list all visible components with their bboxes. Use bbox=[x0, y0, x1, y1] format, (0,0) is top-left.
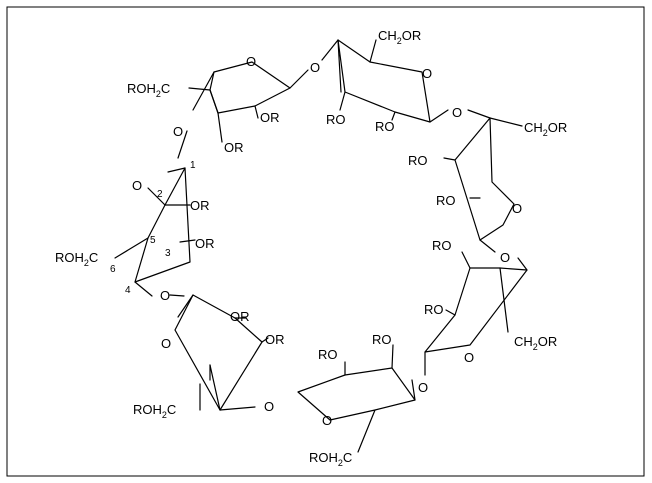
ring-oxygen-label: O bbox=[322, 413, 332, 428]
substituent-label: RO bbox=[432, 238, 452, 253]
substituent-label: OR bbox=[230, 309, 250, 324]
carbon-number-3: 3 bbox=[165, 248, 171, 259]
figure-frame bbox=[6, 6, 645, 477]
substituent-label: OR bbox=[195, 236, 215, 251]
carbon-number-5: 5 bbox=[150, 235, 156, 246]
substituent-label: CH2OR bbox=[378, 28, 421, 46]
oxygen-label: O bbox=[173, 124, 183, 139]
substituent-label: OR bbox=[190, 198, 210, 213]
glucose-unit-lower-right: O O RO RO CH2OR bbox=[418, 238, 557, 395]
substituent-label: CH2OR bbox=[524, 120, 567, 138]
substituent-label: OR bbox=[265, 332, 285, 347]
substituent-label: ROH2C bbox=[133, 402, 176, 420]
glucose-unit-bottom: O O RO RO ROH2C bbox=[264, 332, 416, 468]
glucose-unit-lower-left: O O OR OR ROH2C bbox=[133, 288, 285, 420]
glucose-unit-left-numbered: O OR OR ROH2C 1 2 3 4 5 6 bbox=[55, 160, 215, 297]
substituent-label: ROH2C bbox=[55, 250, 98, 268]
oxygen-label: O bbox=[264, 399, 274, 414]
carbon-number-2: 2 bbox=[157, 189, 163, 200]
ring-oxygen-label: O bbox=[512, 201, 522, 216]
oxygen-label: O bbox=[418, 380, 428, 395]
carbon-number-1: 1 bbox=[190, 160, 196, 171]
carbon-number-4: 4 bbox=[125, 285, 131, 296]
oxygen-label: O bbox=[500, 250, 510, 265]
substituent-label: ROH2C bbox=[127, 81, 170, 99]
ring-oxygen-label: O bbox=[132, 178, 142, 193]
substituent-label: RO bbox=[408, 153, 428, 168]
carbon-number-6: 6 bbox=[110, 264, 116, 275]
substituent-label: OR bbox=[260, 110, 280, 125]
oxygen-label: O bbox=[310, 60, 320, 75]
substituent-label: ROH2C bbox=[309, 450, 352, 468]
oxygen-label: O bbox=[160, 288, 170, 303]
substituent-label: RO bbox=[436, 193, 456, 208]
glucose-unit-upper-right: O O RO RO CH2OR bbox=[408, 109, 567, 265]
substituent-label: RO bbox=[375, 119, 395, 134]
substituent-label: OR bbox=[224, 140, 244, 155]
substituent-label: RO bbox=[424, 302, 444, 317]
oxygen-label: O bbox=[452, 105, 462, 120]
ring-oxygen-label: O bbox=[464, 350, 474, 365]
glucose-unit-top-left: O O O OR OR ROH2C bbox=[127, 54, 320, 159]
ring-oxygen-label: O bbox=[161, 336, 171, 351]
substituent-label: RO bbox=[318, 347, 338, 362]
substituent-label: RO bbox=[372, 332, 392, 347]
ring-oxygen-label: O bbox=[422, 66, 432, 81]
glucose-unit-top: O O RO RO CH2OR bbox=[321, 28, 462, 134]
substituent-label: CH2OR bbox=[514, 334, 557, 352]
substituent-label: RO bbox=[326, 112, 346, 127]
ring-oxygen-label: O bbox=[246, 54, 256, 69]
